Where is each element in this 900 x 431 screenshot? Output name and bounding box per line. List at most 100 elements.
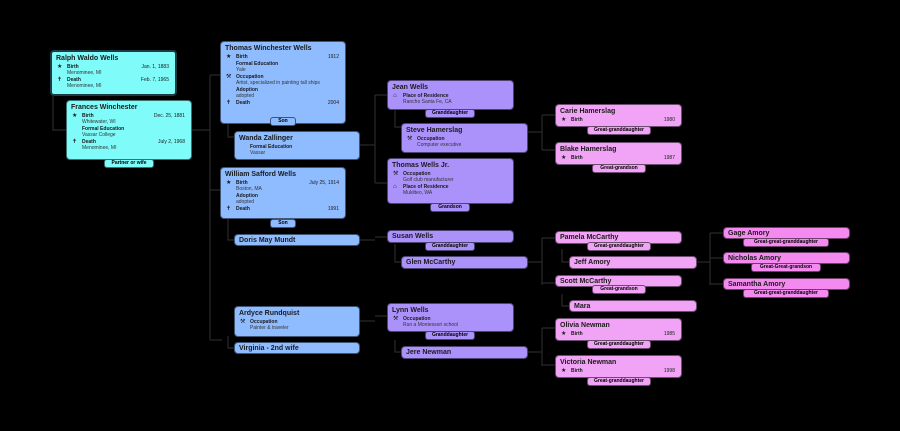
person-jere-newman[interactable]: Jere Newman	[401, 346, 528, 359]
person-name: Olivia Newman	[560, 322, 610, 329]
field-label: Occupation	[403, 171, 431, 177]
field-value: Feb. 7, 1965	[140, 77, 169, 83]
field-value: Painter & traveler	[250, 325, 289, 331]
person-name: Pamela McCarthy	[560, 234, 619, 241]
field-value: 1912	[327, 54, 339, 60]
person-name: Nicholas Amory	[728, 255, 782, 262]
person-name: Samantha Amory	[728, 281, 786, 288]
person-name: Wanda Zallinger	[239, 135, 293, 142]
field-value: 1998	[663, 368, 675, 374]
field-label: Occupation	[417, 136, 445, 142]
field-value: Vassar College	[82, 132, 116, 138]
cross-icon: ✝	[72, 139, 78, 145]
star-icon: ★	[561, 331, 567, 337]
person-name: Steve Hamerslag	[406, 127, 463, 134]
relationship-tag: Great-granddaughter	[587, 242, 651, 251]
tool-icon: ⚒	[226, 74, 232, 80]
field-label: Birth	[571, 117, 583, 123]
person-thomas-winchester-wells[interactable]: Thomas Winchester Wells ★ Birth 1912 Forma…	[220, 41, 346, 124]
relationship-tag: Partner or wife	[104, 159, 154, 168]
field-label: Occupation	[236, 74, 264, 80]
field-value: Artist, specialized in painting tall shi…	[236, 80, 320, 86]
field-label: Adoption	[236, 193, 258, 199]
person-mara[interactable]: Mara	[569, 300, 697, 312]
field-label: Death	[236, 100, 250, 106]
person-name: Scott McCarthy	[560, 278, 612, 285]
cross-icon: ✝	[226, 206, 232, 212]
tool-icon: ⚒	[393, 171, 399, 177]
person-name: Thomas Winchester Wells	[225, 45, 312, 52]
person-name: Susan Wells	[392, 233, 434, 240]
person-olivia-newman[interactable]: Olivia Newman ★ Birth 1985	[555, 318, 682, 341]
field-label: Occupation	[250, 319, 278, 325]
field-label: Birth	[571, 331, 583, 337]
relationship-tag: Granddaughter	[425, 331, 475, 340]
field-place: Menominee, MI	[82, 145, 117, 151]
field-label: Place of Residence	[403, 184, 449, 190]
field-value: July 25, 1914	[309, 180, 339, 186]
field-place: Boston, MA	[236, 186, 262, 192]
person-name: Ralph Waldo Wells	[56, 55, 119, 62]
person-name: Victoria Newman	[560, 359, 617, 366]
field-label: Place of Residence	[403, 93, 449, 99]
relationship-tag: Granddaughter	[425, 242, 475, 251]
field-value: Mukilteo, WA	[403, 190, 433, 196]
person-name: Jere Newman	[406, 349, 452, 356]
field-place: Whitewater, WI	[82, 119, 116, 125]
star-icon: ★	[72, 113, 78, 119]
relationship-tag: Grandson	[430, 203, 470, 212]
field-label: Birth	[236, 54, 248, 60]
person-virginia[interactable]: Virginia - 2nd wife	[234, 342, 360, 354]
star-icon: ★	[561, 117, 567, 123]
relationship-tag: Son	[270, 219, 296, 228]
field-value: Golf club manufacturer	[403, 177, 454, 183]
relationship-tag: Great-grandson	[592, 164, 646, 173]
person-name: Ardyce Rundquist	[239, 310, 300, 317]
field-value: Computer executive	[417, 142, 462, 148]
field-value: adopted	[236, 199, 255, 205]
relationship-tag: Great-grandson	[592, 285, 646, 294]
field-label: Occupation	[403, 316, 431, 322]
tool-icon: ⚒	[240, 319, 246, 325]
field-value: 1987	[663, 155, 675, 161]
field-label: Birth	[571, 155, 583, 161]
field-value: Yale	[236, 67, 246, 73]
field-label: Formal Education	[250, 144, 293, 150]
field-value: 1985	[663, 331, 675, 337]
field-value: Run a Montessori school	[403, 322, 459, 328]
cross-icon: ✝	[226, 100, 232, 106]
spouse-connector	[52, 95, 67, 131]
person-doris-may-mundt[interactable]: Doris May Mundt	[234, 234, 360, 246]
field-value: Dec. 25, 1881	[153, 113, 185, 119]
field-label: Adoption	[236, 87, 258, 93]
person-glen-mccarthy[interactable]: Glen McCarthy	[401, 256, 528, 269]
field-value: Vassar	[250, 150, 266, 156]
relationship-tag: Great-granddaughter	[587, 377, 651, 386]
person-name: William Safford Wells	[225, 171, 296, 178]
field-label: Formal Education	[236, 61, 279, 67]
person-name: Mara	[574, 303, 591, 310]
field-label: Death	[236, 206, 250, 212]
field-value: 1980	[663, 117, 675, 123]
field-label: Death	[67, 77, 81, 83]
star-icon: ★	[226, 54, 232, 60]
person-jeff-amory[interactable]: Jeff Amory	[569, 256, 697, 269]
field-label: Birth	[571, 368, 583, 374]
tool-icon: ⚒	[407, 136, 413, 142]
field-label: Birth	[236, 180, 248, 186]
relationship-tag: Son	[270, 117, 296, 126]
person-name: Virginia - 2nd wife	[239, 345, 299, 352]
person-name: Glen McCarthy	[406, 259, 456, 266]
